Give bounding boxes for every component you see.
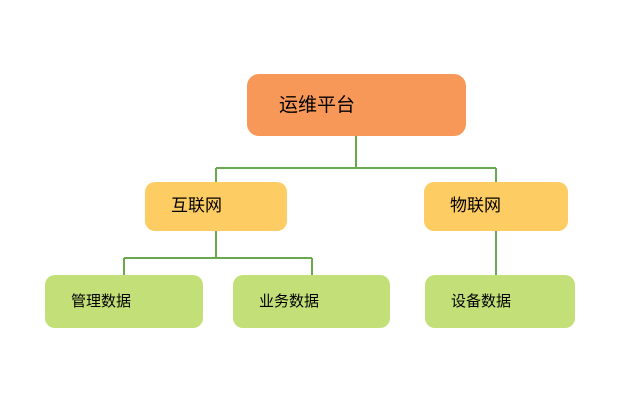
node-business-data[interactable]: 业务数据 <box>233 275 390 328</box>
node-label-root: 运维平台 <box>279 93 356 116</box>
node-label-business-data: 业务数据 <box>259 292 320 311</box>
node-root[interactable]: 运维平台 <box>247 74 466 136</box>
connector-internet-to-leaves <box>123 231 313 275</box>
node-internet[interactable]: 互联网 <box>145 182 287 231</box>
node-label-manage-data: 管理数据 <box>71 292 132 311</box>
node-label-device-data: 设备数据 <box>451 292 512 311</box>
node-manage-data[interactable]: 管理数据 <box>45 275 203 328</box>
node-label-internet: 互联网 <box>171 196 222 217</box>
node-iot[interactable]: 物联网 <box>424 182 568 231</box>
connector-root-to-level2 <box>215 136 497 182</box>
node-label-iot: 物联网 <box>450 196 501 217</box>
node-device-data[interactable]: 设备数据 <box>425 275 575 328</box>
